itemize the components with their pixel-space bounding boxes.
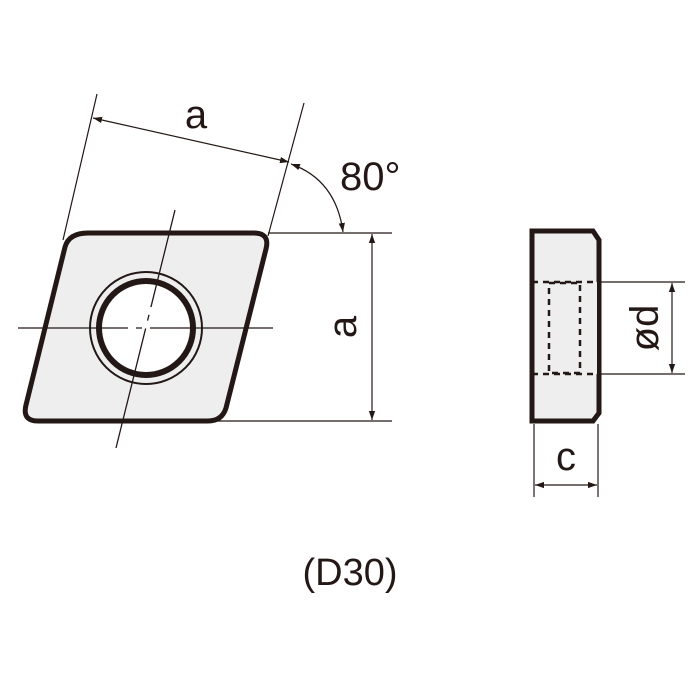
- label-a-top: a: [185, 93, 208, 137]
- hole-band: [535, 282, 597, 374]
- label-angle: 80°: [340, 155, 401, 199]
- dimension-line-a-top: [92, 116, 290, 164]
- angle-arc: [290, 163, 345, 233]
- caption: (D30): [302, 552, 397, 594]
- label-diameter: ød: [623, 305, 667, 352]
- centerline-diagonal: [115, 209, 176, 449]
- extension-line: [267, 102, 305, 237]
- label-thickness: c: [556, 435, 576, 479]
- extension-line: [62, 93, 98, 241]
- label-a-height: a: [321, 315, 365, 338]
- hole-hidden-outline: [547, 281, 582, 375]
